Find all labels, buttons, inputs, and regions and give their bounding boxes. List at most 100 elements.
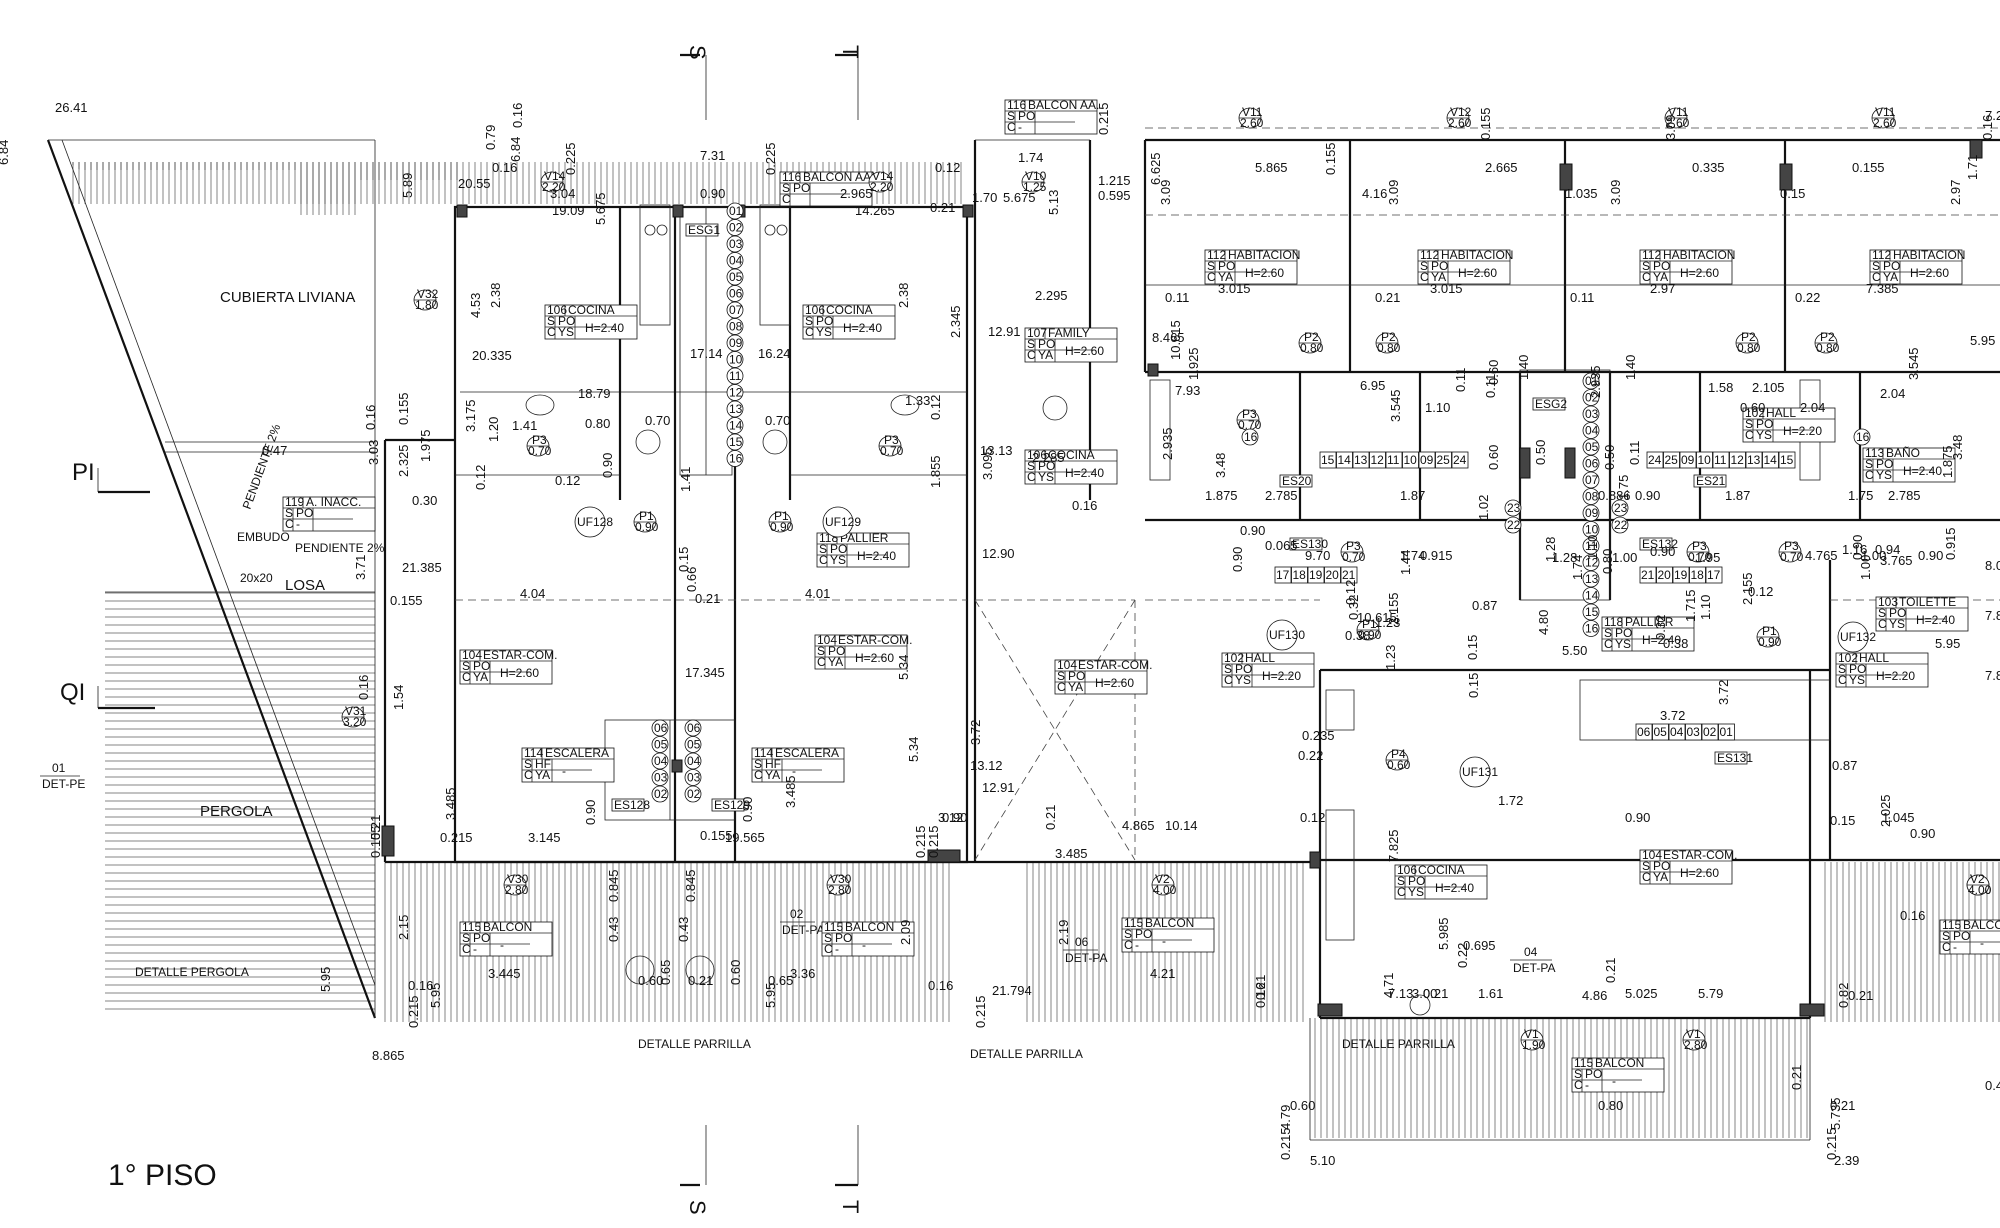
step-number: 10 [1585, 523, 1599, 537]
svg-text:DET-PA: DET-PA [1513, 961, 1555, 975]
room-r1b: PO [835, 931, 852, 945]
dimension-label: 2.965 [840, 186, 873, 201]
step-number: 06 [654, 721, 668, 735]
room-r2a: C [1224, 673, 1233, 687]
label-detalle-parrilla-3: DETALLE PARRILLA [1342, 1037, 1455, 1051]
step-number: 06 [1637, 725, 1651, 739]
label-embudo: EMBUDO [237, 530, 290, 544]
room-r1b: PO [473, 659, 490, 673]
dimension-label: 0.15 [1465, 635, 1480, 660]
door-id: P3 [1242, 407, 1257, 421]
room-r1a: S [462, 659, 470, 673]
dimension-label: 4.04 [520, 586, 545, 601]
dimension-label: 3.12 [938, 810, 963, 825]
room-code: 104 [1057, 658, 1077, 672]
room-r2a: C [462, 942, 471, 956]
dimension-label: 9.70 [1305, 548, 1330, 563]
dimension-label: 5.13 [1046, 190, 1061, 215]
stair-step-lower-left: 03 [651, 769, 669, 786]
dimension-label: 1.58 [1708, 380, 1733, 395]
room-r2b: - [296, 517, 300, 531]
dimension-label: 2.105 [1752, 380, 1785, 395]
room-r1b: PO [1135, 927, 1152, 941]
dimension-label: 1.02 [1476, 495, 1491, 520]
step-number: 13 [1585, 572, 1599, 586]
stair-step-lower-left: 02 [651, 785, 669, 803]
room-name: BALCON [1595, 1056, 1644, 1070]
section-label-t-bottom: T [838, 1200, 863, 1213]
door-size: 0.70 [1342, 550, 1366, 564]
room-r2b: YA [1883, 270, 1898, 284]
room-r2b: YS [816, 325, 832, 339]
dimension-label: 4.01 [805, 586, 830, 601]
stair-tag-ES20: ES20 [1279, 474, 1313, 488]
room-r1b: PO [1585, 1067, 1602, 1081]
dimension-label: 0.11 [1570, 290, 1594, 305]
stair-step-left: 05 [726, 268, 744, 286]
dimension-label: 5.95 [1970, 333, 1995, 348]
room-r2b: YA [473, 670, 488, 684]
step-number: 09 [1585, 506, 1599, 520]
dimension-label: 0.65 [658, 960, 673, 985]
window-size: 2.60 [1666, 116, 1690, 130]
walls-right-block [1143, 127, 2000, 1141]
stair-step-left: 04 [726, 252, 744, 269]
window-size: 1.80 [415, 298, 439, 312]
unit-label: UF129 [825, 515, 861, 529]
dimension-label: 3.145 [528, 830, 561, 845]
room-r2b: - [473, 942, 477, 956]
stair-step-right: 13 [1582, 570, 1600, 588]
dimension-label: 5.95 [1935, 636, 1960, 651]
room-name: ESTAR-COM. [1663, 848, 1737, 862]
step-number: 12 [1371, 453, 1385, 467]
room-r1a: S [1838, 662, 1846, 676]
stair-step-right: 16 [1582, 620, 1600, 637]
room-r1b: PO [1876, 457, 1893, 471]
room-r1b: PO [1408, 874, 1425, 888]
room-code: 112 [1642, 248, 1661, 262]
detail-ref-pa-3: 04 DET-PA [1510, 945, 1555, 975]
stair-step-left: 09 [726, 334, 744, 352]
stair-step-left: 03 [726, 235, 744, 253]
room-code: 106 [547, 303, 567, 317]
dimension-label: 1.61 [1478, 986, 1503, 1001]
dimension-label: 1.70 [972, 190, 997, 205]
dimension-label: 0.215 [913, 825, 928, 858]
stair-step-side-left: 23 [1504, 499, 1522, 517]
dimension-label: 3.04 [550, 186, 575, 201]
room-r2a: C [1642, 870, 1651, 884]
stair-step-row-b: 12 [1729, 451, 1746, 469]
dimension-label: 3.00 [1412, 986, 1437, 1001]
dimension-label: 20.55 [458, 176, 491, 191]
room-name: HABITACION [1228, 248, 1300, 262]
stair-tag-label: ES128 [614, 798, 650, 812]
stair-step-row-b: 24 [1646, 451, 1664, 469]
dimension-label: 0.50 [1533, 440, 1548, 465]
stair-tag-ES129: ES129 [711, 798, 750, 812]
door-id: P2 [1381, 330, 1396, 344]
door-size: 0.70 [1688, 550, 1712, 564]
dimension-label: 1.72 [1498, 793, 1523, 808]
room-code: 106 [805, 303, 825, 317]
step-number: 16 [1244, 430, 1258, 444]
dimension-label: 0.12 [555, 473, 580, 488]
step-number: 07 [1585, 473, 1599, 487]
room-name: BALCON [1145, 916, 1194, 930]
dimension-label: 0.22 [1455, 943, 1470, 968]
dimension-label: 0.155 [1323, 142, 1338, 175]
dimension-label: 0.21 [1789, 1065, 1804, 1090]
step-number: 15 [729, 435, 743, 449]
dimension-label: 0.32 [1346, 595, 1361, 620]
label-embudo-size: 20x20 [240, 571, 273, 585]
dimension-label: 1.10 [1585, 535, 1600, 560]
step-number: 20 [1658, 568, 1672, 582]
room-r2b: YA [1431, 270, 1446, 284]
room-r1b: HF [765, 757, 781, 771]
door-marker-P2: P20.80 [1375, 330, 1401, 355]
dimension-label: 13.13 [980, 443, 1013, 458]
step-number: 01 [1585, 374, 1599, 388]
stair-tag-label: ES132 [1642, 537, 1678, 551]
room-r2b: YA [765, 768, 780, 782]
